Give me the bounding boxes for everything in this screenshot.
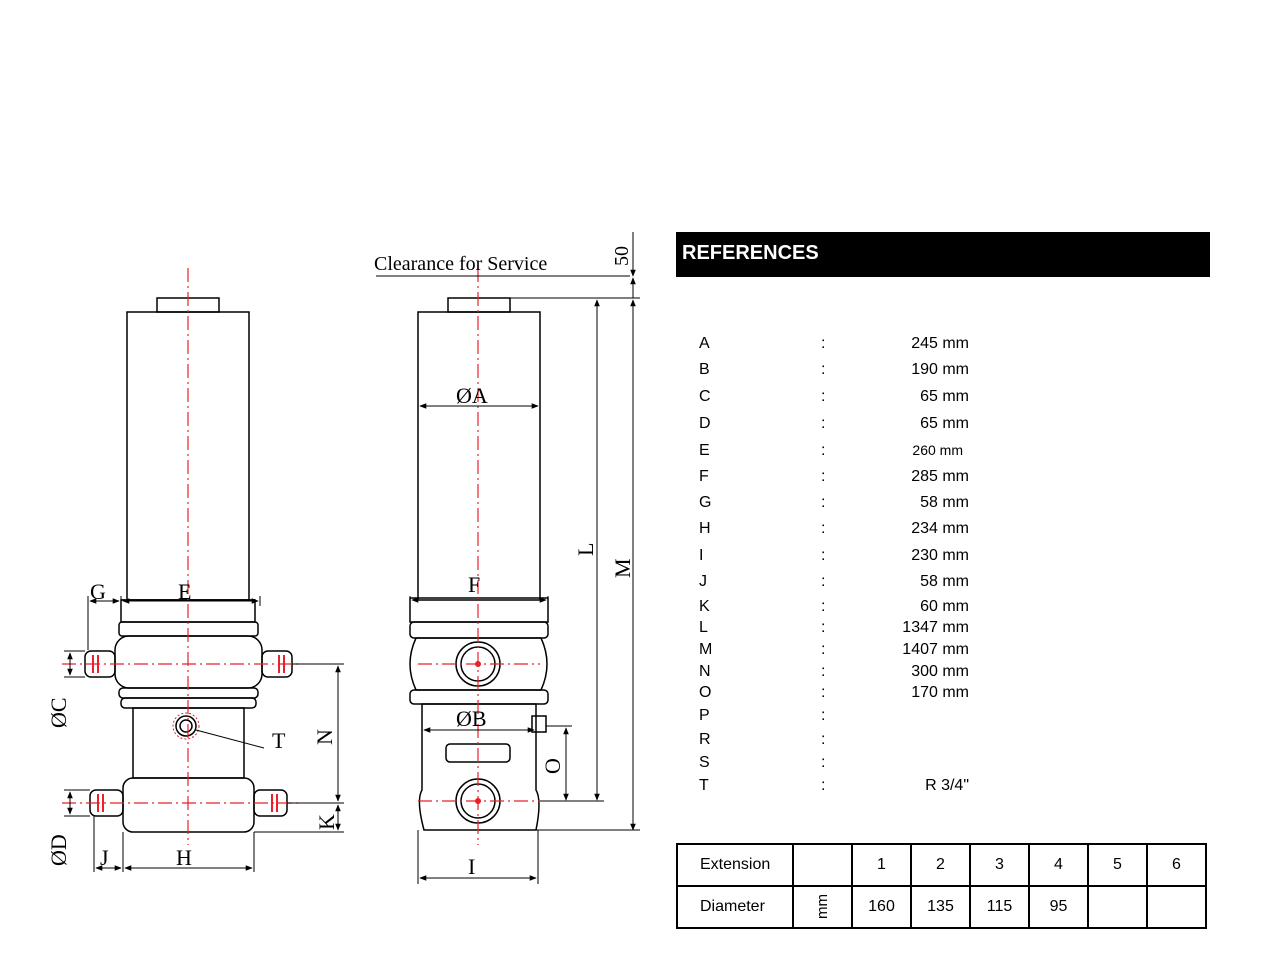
label-d: ØD xyxy=(46,834,71,866)
ref-row-h: H:234 mm xyxy=(699,520,969,537)
label-h: H xyxy=(176,845,192,870)
label-b: ØB xyxy=(456,706,487,731)
label-t: T xyxy=(272,728,286,753)
center-lines xyxy=(62,268,540,845)
diameter-unit: mm xyxy=(792,885,853,929)
clearance-value: 50 xyxy=(611,246,633,266)
table-cell: 160 xyxy=(851,885,912,929)
ref-row-m: M:1407 mm xyxy=(699,641,969,658)
ref-row-p: P: xyxy=(699,707,826,724)
ref-row-r: R: xyxy=(699,731,826,748)
diameter-label: Diameter xyxy=(676,885,794,929)
table-cell: 115 xyxy=(969,885,1030,929)
ref-row-j: J:58 mm xyxy=(699,573,969,590)
table-cell: 2 xyxy=(910,843,971,887)
table-cell: 5 xyxy=(1087,843,1148,887)
ref-row-o: O:170 mm xyxy=(699,684,969,701)
ref-row-a: A:245 mm xyxy=(699,335,969,352)
label-g: G xyxy=(90,579,106,604)
table-cell: 135 xyxy=(910,885,971,929)
dimension-lines xyxy=(64,232,640,884)
label-a: ØA xyxy=(456,383,488,408)
table-cell: 3 xyxy=(969,843,1030,887)
references-header: REFERENCES xyxy=(676,232,1210,277)
table-cell: 6 xyxy=(1146,843,1207,887)
ref-row-f: F:285 mm xyxy=(699,468,969,485)
extension-table: Extension 1 2 3 4 5 6 Diameter mm 160 13… xyxy=(676,843,1207,929)
side-view xyxy=(409,297,549,831)
ref-row-s: S: xyxy=(699,754,826,771)
cylinder-drawing: Clearance for Service 50 ØA F ØB I L M O… xyxy=(46,232,640,884)
ref-row-e: E:260 mm xyxy=(699,442,963,459)
extension-label: Extension xyxy=(676,843,794,887)
ref-row-l: L:1347 mm xyxy=(699,619,969,636)
label-f: F xyxy=(468,572,480,597)
ref-row-b: B:190 mm xyxy=(699,361,969,378)
label-n: N xyxy=(312,729,337,745)
label-j: J xyxy=(100,845,109,870)
references-title: REFERENCES xyxy=(682,242,819,264)
table-row: Diameter mm 160 135 115 95 xyxy=(676,885,1207,929)
table-cell xyxy=(1146,885,1207,929)
label-o: O xyxy=(540,758,565,774)
label-k: K xyxy=(314,814,339,830)
label-i: I xyxy=(468,854,475,879)
ref-row-k: K:60 mm xyxy=(699,598,969,615)
table-cell: 4 xyxy=(1028,843,1089,887)
table-cell: 95 xyxy=(1028,885,1089,929)
clearance-label: Clearance for Service xyxy=(374,253,547,275)
table-cell xyxy=(1087,885,1148,929)
ref-row-n: N:300 mm xyxy=(699,663,969,680)
label-m: M xyxy=(610,558,635,578)
ref-row-i: I:230 mm xyxy=(699,547,969,564)
label-c: ØC xyxy=(46,697,71,728)
label-l: L xyxy=(573,543,598,556)
table-cell: 1 xyxy=(851,843,912,887)
label-e: E xyxy=(178,579,191,604)
table-row: Extension 1 2 3 4 5 6 xyxy=(676,843,1207,887)
ref-row-c: C:65 mm xyxy=(699,388,969,405)
extension-unit xyxy=(792,843,853,887)
ref-row-t: T:R 3/4" xyxy=(699,777,969,794)
ref-row-d: D:65 mm xyxy=(699,415,969,432)
ref-row-g: G:58 mm xyxy=(699,494,969,511)
